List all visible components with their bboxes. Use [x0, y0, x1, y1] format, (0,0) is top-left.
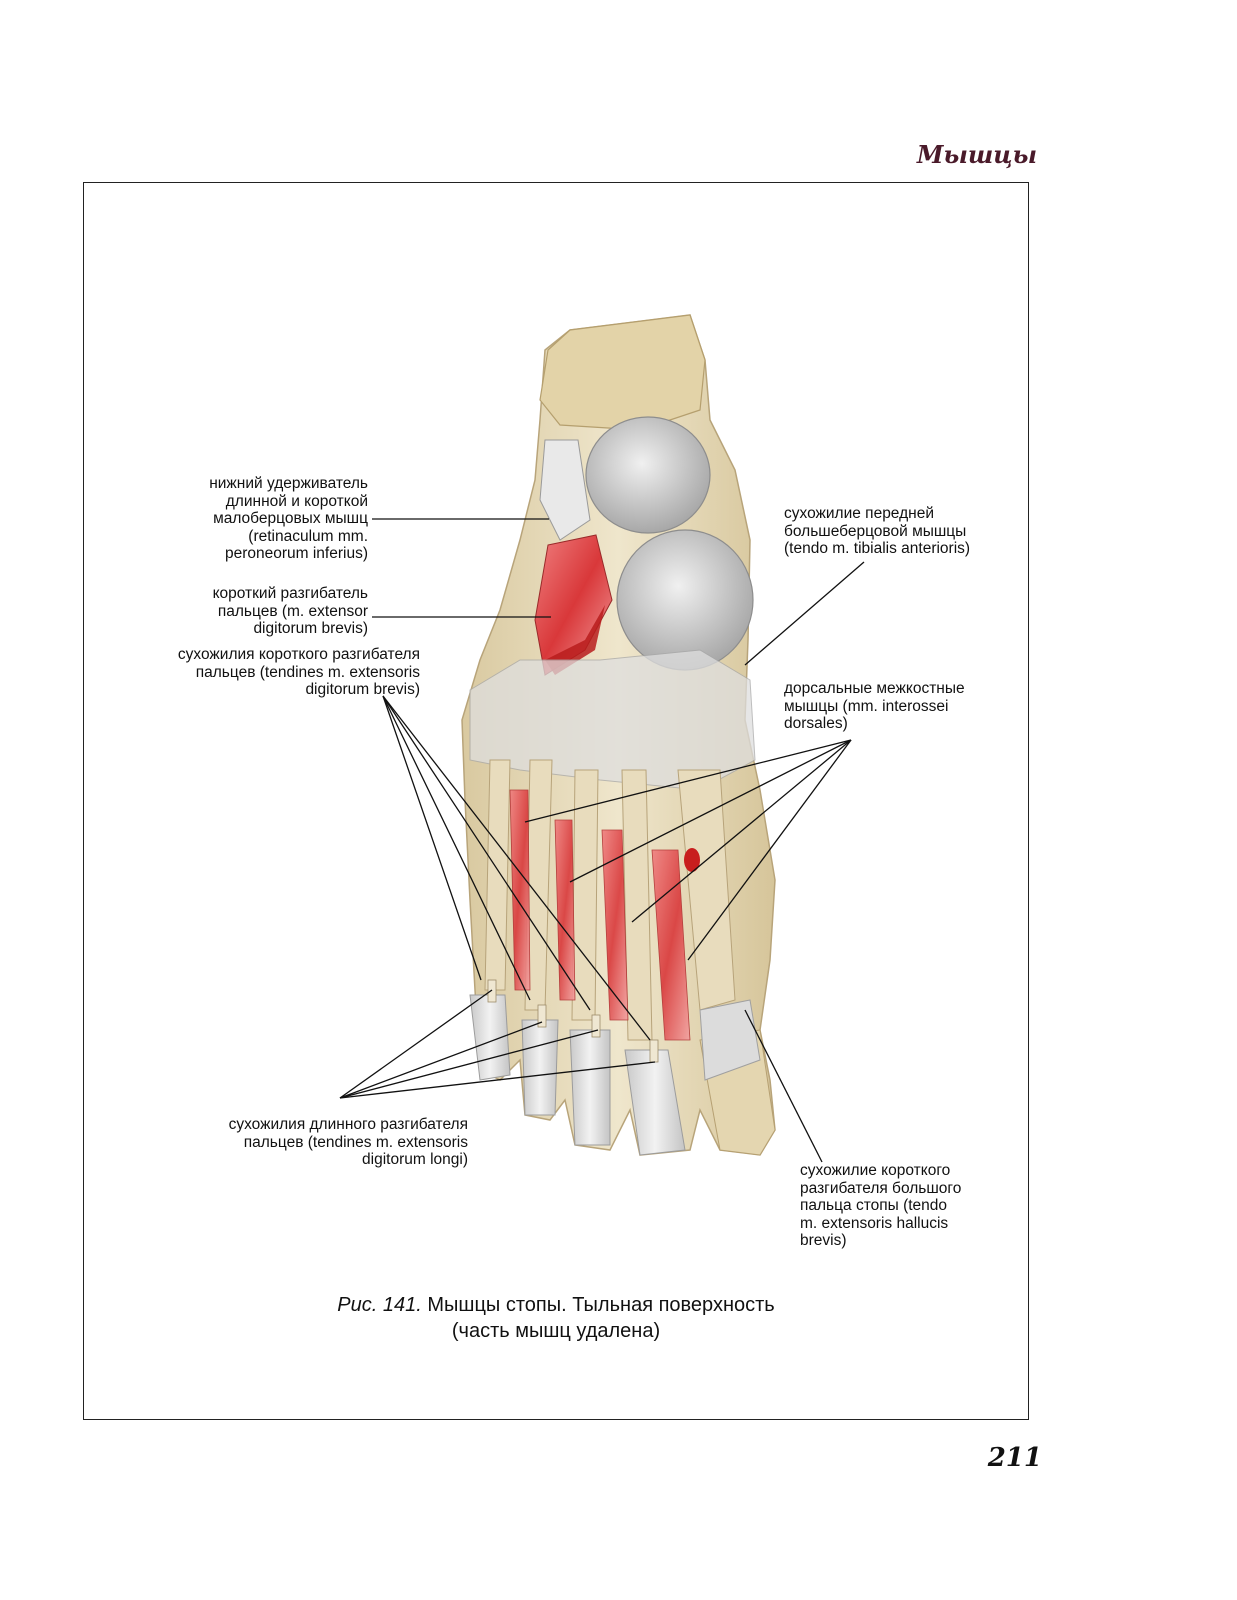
label-tibialis-anterior-tendon: сухожилие передней большеберцовой мышцы …	[784, 505, 971, 557]
figure-caption: Рис. 141. Мышцы стопы. Тыльная поверхнос…	[83, 1292, 1029, 1344]
figure-number: Рис. 141.	[337, 1294, 422, 1316]
running-head: Мышцы	[916, 140, 1037, 169]
metatarsals	[484, 759, 736, 1041]
navicular	[616, 529, 754, 671]
tibia-cut	[539, 314, 706, 431]
toes	[469, 994, 686, 1156]
caption-line-2: (часть мышц удалена)	[451, 1320, 661, 1342]
label-tendons-edb: сухожилия короткого разгибателя пальцев …	[177, 646, 420, 698]
page-number: 211	[987, 1443, 1042, 1473]
talus-head	[585, 416, 711, 534]
figure-frame	[83, 182, 1029, 1420]
label-interossei-dorsales: дорсальные межкостные мышцы (mm. interos…	[784, 680, 965, 732]
label-tendons-edl: сухожилия длинного разгибателя пальцев (…	[228, 1116, 468, 1168]
label-retinaculum: нижний удерживатель длинной и короткой м…	[209, 475, 368, 562]
label-extensor-digitorum-brevis: короткий разгибатель пальцев (m. extenso…	[212, 585, 368, 637]
dorsal-ligaments	[469, 649, 756, 791]
retinaculum-band	[539, 439, 591, 541]
leader-lines	[339, 518, 865, 1163]
caption-line-1: Мышцы стопы. Тыльная поверхность	[427, 1294, 775, 1316]
label-ehb-tendon: сухожилие короткого разгибателя большого…	[800, 1162, 962, 1249]
